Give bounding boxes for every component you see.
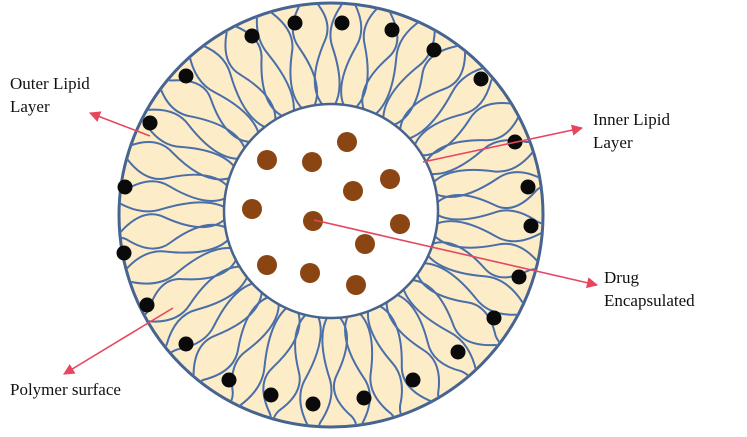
- drug-molecules: [242, 132, 410, 295]
- polymer-chain: [434, 220, 543, 243]
- polymer-chain: [119, 213, 228, 238]
- lipid-head: [142, 115, 158, 131]
- drug-label-line1: Drug: [604, 268, 639, 287]
- lipid-head: [116, 245, 132, 261]
- lipid-head: [356, 390, 372, 406]
- drug-molecule: [337, 132, 357, 152]
- outer-lipid-label-line1: Outer Lipid: [10, 74, 90, 93]
- lipid-head: [523, 218, 539, 234]
- lipid-head: [511, 269, 527, 285]
- drug-molecule: [343, 181, 363, 201]
- lipid-head: [178, 336, 194, 352]
- polymer-chain: [119, 196, 227, 213]
- lipid-head: [117, 179, 133, 195]
- lipid-head: [287, 15, 303, 31]
- lipid-head: [221, 372, 237, 388]
- outer-lipid-label: Outer Lipid Layer: [10, 72, 90, 118]
- drug-molecule: [242, 199, 262, 219]
- outer-lipid-arrow: [88, 111, 151, 137]
- polymer-chain: [119, 180, 228, 202]
- drug-molecule: [302, 152, 322, 172]
- drug-molecule: [380, 169, 400, 189]
- drug-molecule: [303, 211, 323, 231]
- drug-encapsulated-label: Drug Encapsulated: [604, 266, 695, 312]
- drug-molecule: [390, 214, 410, 234]
- polymer-chain: [119, 138, 233, 181]
- inner-lipid-label-line2: Layer: [593, 133, 633, 152]
- inner-lipid-label-line1: Inner Lipid: [593, 110, 670, 129]
- lipid-head: [263, 387, 279, 403]
- polymer-chain: [304, 3, 329, 108]
- polymer-chain: [434, 185, 543, 210]
- lipid-head: [426, 42, 442, 58]
- drug-label-line2: Encapsulated: [604, 291, 695, 310]
- lipid-head: [405, 372, 421, 388]
- inner-core: [222, 102, 440, 320]
- polymer-chain: [316, 315, 333, 427]
- drug-molecule: [257, 150, 277, 170]
- drug-arrow: [313, 219, 599, 289]
- polymer-surface-label: Polymer surface: [10, 378, 121, 401]
- polymer-chain: [119, 151, 230, 189]
- polymer-chain: [299, 314, 322, 427]
- inner-lipid-arrow: [422, 124, 584, 163]
- lipid-heads: [116, 15, 539, 412]
- lipid-head: [520, 179, 536, 195]
- drug-molecule: [355, 234, 375, 254]
- polymer-surface-text: Polymer surface: [10, 380, 121, 399]
- drug-molecule: [346, 275, 366, 295]
- lipid-head: [244, 28, 260, 44]
- lipid-head: [334, 15, 350, 31]
- polymer-chain: [329, 3, 346, 107]
- lipid-head: [450, 344, 466, 360]
- inner-lipid-label: Inner Lipid Layer: [593, 108, 670, 154]
- polymer-chain: [340, 3, 363, 108]
- outer-lipid-label-line2: Layer: [10, 97, 50, 116]
- lipid-head: [139, 297, 155, 313]
- lipid-head: [486, 310, 502, 326]
- polymer-chain: [435, 209, 543, 226]
- lipid-head: [305, 396, 321, 412]
- drug-molecule: [300, 263, 320, 283]
- polymer-chain: [119, 237, 231, 279]
- annotation-arrows: [63, 111, 599, 375]
- lipid-head: [473, 71, 489, 87]
- polymer-arrow: [63, 307, 174, 375]
- lipid-head: [384, 22, 400, 38]
- polymer-chain: [119, 223, 229, 250]
- lipid-head: [178, 68, 194, 84]
- drug-molecule: [257, 255, 277, 275]
